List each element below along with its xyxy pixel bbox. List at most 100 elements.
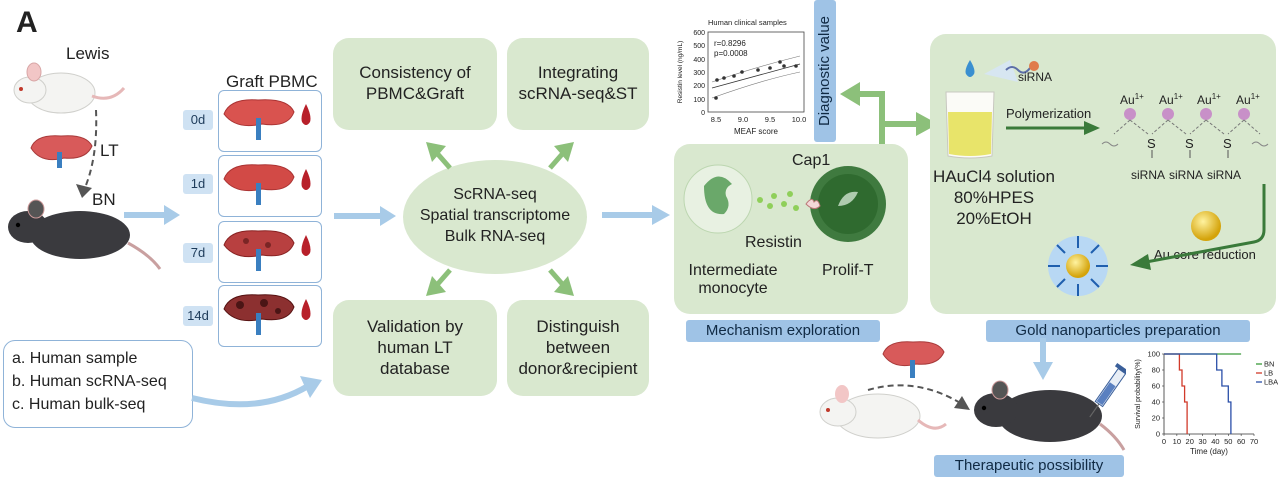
s-label-1: S [1147, 136, 1156, 151]
clinical-chart: Human clinical samples 600 500 400 300 2… [677, 18, 807, 136]
sirna-top-label: siRNA [1018, 70, 1053, 84]
polymerization-arrow [1006, 121, 1100, 135]
cap1-receptor-icon [805, 198, 821, 210]
day-7-label: 7d [183, 243, 213, 263]
au-chain-illustration [1101, 108, 1269, 158]
liver-0d-icon [223, 99, 311, 140]
recipient-mouse-image [8, 199, 162, 270]
liver-7d-icon [223, 230, 311, 271]
validation-panel [333, 300, 497, 396]
y-tick-label: 0 [1156, 430, 1160, 439]
distinguish-panel [507, 300, 649, 396]
svg-text:MEAF score: MEAF score [734, 127, 779, 136]
timepoint-livers [223, 99, 311, 335]
x-axis-label: Time (day) [1190, 447, 1228, 456]
human-source-c: c. Human bulk-seq [12, 396, 146, 413]
arrow-to-methods [334, 206, 396, 226]
diagnostic-value-label: Diagnostic value [814, 0, 836, 142]
therapeutic-mouse-image [974, 380, 1126, 451]
donor-rat-label: Lewis [66, 44, 110, 63]
svg-text:200: 200 [693, 83, 705, 90]
arrow-to-timepoints [124, 205, 180, 225]
arrow-to-therapeutic [1033, 338, 1053, 380]
svg-text:400: 400 [693, 57, 705, 64]
x-tick-label: 50 [1224, 437, 1232, 446]
methods-ellipse [403, 160, 587, 274]
svg-text:500: 500 [693, 43, 705, 50]
y-tick-label: 100 [1147, 350, 1160, 359]
liver-transplant-image [30, 135, 93, 168]
legend-label-lb: LB [1264, 369, 1273, 378]
svg-text:Resistin level (ng/mL): Resistin level (ng/mL) [677, 41, 684, 104]
liver-14d-icon [223, 294, 311, 335]
sirna-label-2: siRNA [1169, 168, 1204, 182]
transplant-arrow [76, 109, 98, 198]
core-reduction-label: Au core reduction [1154, 247, 1256, 262]
reduction-arrow [1130, 184, 1266, 270]
syringe-icon [1089, 363, 1126, 418]
consistency-panel [333, 38, 497, 130]
svg-text:0: 0 [701, 110, 705, 117]
recipient-mouse-label: BN [92, 190, 116, 209]
transfer-arrow [867, 384, 970, 410]
svg-text:8.5: 8.5 [711, 115, 721, 124]
liver-1d-icon [223, 164, 311, 205]
sirna-label-3: siRNA [1207, 168, 1242, 182]
prolif-t-label: Prolif-T [822, 262, 874, 279]
cells-illustration [683, 164, 886, 242]
therapeutic-liver-icon [882, 341, 945, 378]
graft-pbmc-title: Graft PBMC [226, 72, 318, 91]
survival-lines [1164, 353, 1242, 434]
survival-axis-lines [1163, 354, 1254, 435]
svg-text:p=0.0008: p=0.0008 [714, 49, 748, 58]
gold-preparation-label: Gold nanoparticles preparation [986, 320, 1250, 342]
nanoparticle-icon [1048, 236, 1108, 296]
human-source-a: a. Human sample [12, 350, 138, 367]
panel-letter: A [16, 6, 38, 39]
arrow-human-to-validation [191, 376, 322, 408]
human-sources-box [3, 340, 193, 428]
cap1-label: Cap1 [792, 152, 831, 169]
y-axis-label: Survival probability(%) [1135, 359, 1142, 429]
gold-core-icon [1191, 211, 1221, 241]
mechanism-exploration-label: Mechanism exploration [686, 320, 880, 342]
au-label-4: Au1+ [1236, 92, 1260, 107]
x-tick-label: 0 [1162, 437, 1166, 446]
human-source-b: b. Human scRNA-seq [12, 373, 167, 390]
svg-text:10.0: 10.0 [792, 115, 807, 124]
day-14-label: 14d [183, 306, 213, 326]
au-label-2: Au1+ [1159, 92, 1183, 107]
survival-line-lb [1164, 353, 1188, 434]
legend-label-bn: BN [1264, 360, 1274, 369]
transplant-label: LT [100, 141, 119, 160]
svg-text:9.0: 9.0 [738, 115, 748, 124]
survival-legend: BNLBLBAu [1256, 360, 1278, 387]
legend-label-lbau: LBAu [1264, 378, 1278, 387]
svg-text:100: 100 [693, 97, 705, 104]
y-tick-label: 60 [1152, 382, 1160, 391]
y-tick-label: 80 [1152, 366, 1160, 375]
resistin-label: Resistin [745, 234, 802, 251]
au-label-3: Au1+ [1197, 92, 1221, 107]
donor-rat-image [13, 62, 126, 114]
x-tick-label: 70 [1250, 437, 1258, 446]
s-label-3: S [1223, 136, 1232, 151]
x-tick-label: 10 [1173, 437, 1181, 446]
arrow-to-mechanism [602, 205, 670, 225]
svg-text:r=0.8296: r=0.8296 [714, 39, 746, 48]
day-1-label: 1d [183, 174, 213, 194]
x-tick-label: 60 [1237, 437, 1245, 446]
integrating-panel [507, 38, 649, 130]
day-0-label: 0d [183, 110, 213, 130]
monocyte-nucleus-icon [704, 176, 732, 215]
svg-text:300: 300 [693, 70, 705, 77]
s-label-2: S [1185, 136, 1194, 151]
